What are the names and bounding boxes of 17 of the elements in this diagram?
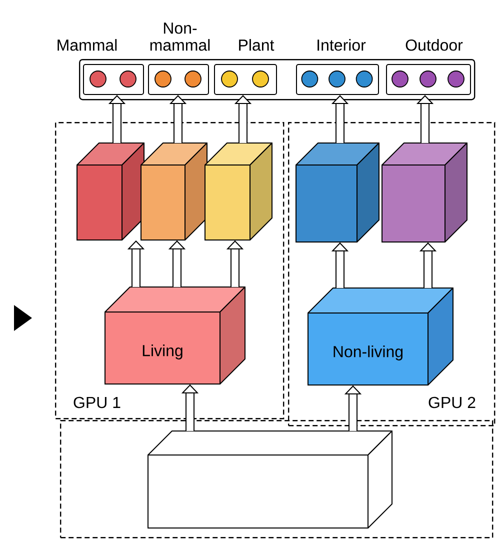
cube <box>76 142 144 240</box>
output-layer-box <box>79 59 476 100</box>
group-label: Mammal <box>58 39 117 51</box>
cube: Non-living <box>308 288 454 386</box>
cube <box>140 142 208 240</box>
cube <box>204 142 272 240</box>
group-label: Interior <box>318 39 366 51</box>
dashed-region <box>60 420 494 538</box>
region-label: GPU 1 <box>74 396 120 408</box>
cube: Living <box>104 286 246 384</box>
group-label: Non-mammal <box>150 22 210 51</box>
group-label: Outdoor <box>406 39 463 51</box>
group-label: Plant <box>239 39 274 51</box>
cube <box>148 430 392 528</box>
cube <box>296 142 380 242</box>
cube <box>382 142 468 242</box>
region-label: GPU 2 <box>428 396 476 408</box>
